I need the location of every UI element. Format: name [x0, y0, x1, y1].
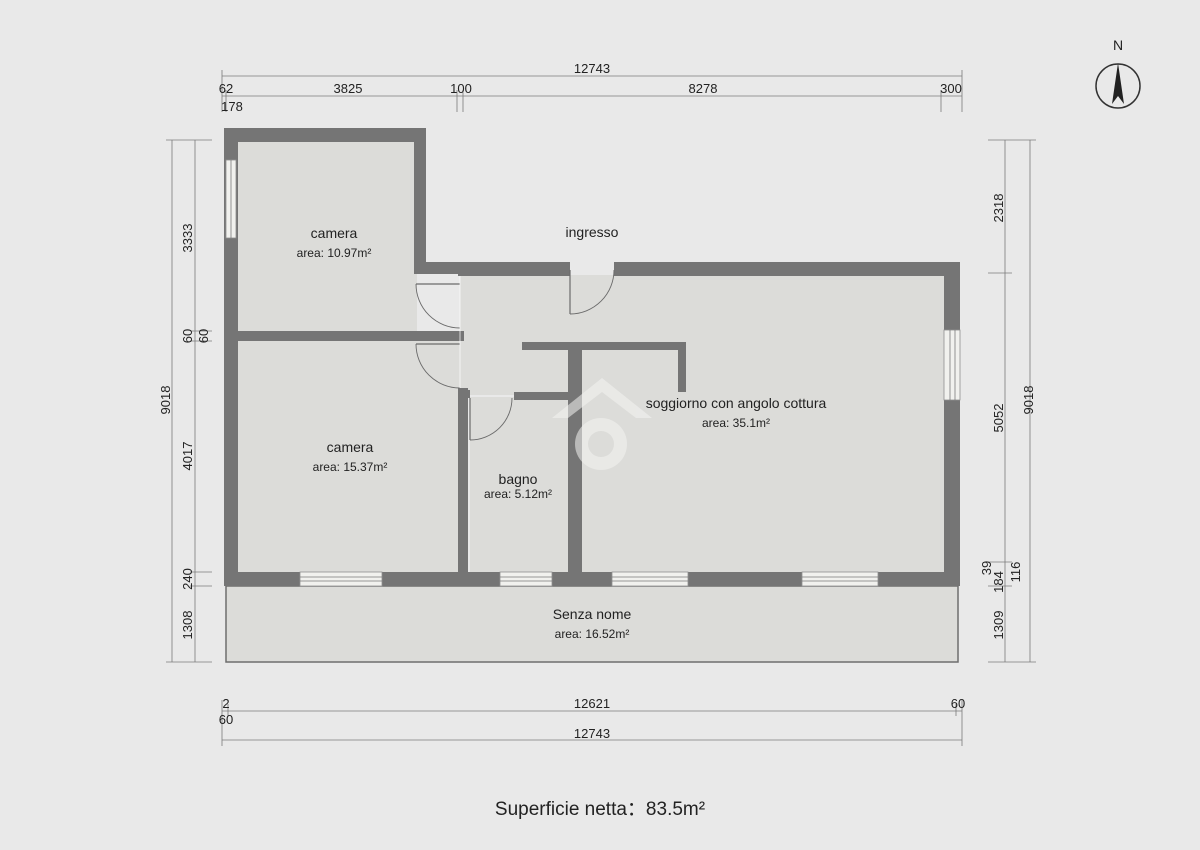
watermark-logo-icon: [552, 378, 652, 470]
bottom-dimensions: 2 60 12621 60 12743: [219, 696, 965, 746]
dim-top-seg: 3825: [334, 81, 363, 96]
room-name-bathroom: bagno: [499, 471, 538, 487]
dim-right-seg: 116: [1008, 562, 1023, 583]
dim-right-seg: 2318: [991, 194, 1006, 223]
room-name-living-room: soggiorno con angolo cottura: [646, 395, 827, 411]
compass-north-label: N: [1113, 37, 1123, 53]
dim-right-seg: 5052: [991, 404, 1006, 433]
dim-right-seg: 184: [991, 571, 1006, 593]
dim-right-seg: 1309: [991, 611, 1006, 640]
window: [611, 571, 689, 587]
dim-left-seg: 240: [180, 568, 195, 590]
north-arrow-icon: [1112, 63, 1124, 104]
dim-left-total: 9018: [158, 386, 173, 415]
dim-top-seg: 300: [940, 81, 962, 96]
dim-left-seg: 1308: [180, 611, 195, 640]
window: [943, 329, 961, 401]
dim-left-seg: 3333: [180, 224, 195, 253]
room-name-bedroom-1: camera: [311, 225, 358, 241]
dim-top-seg: 8278: [689, 81, 718, 96]
compass: N: [1095, 37, 1141, 109]
room-area-bathroom: area: 5.12m²: [484, 487, 552, 501]
dim-left-seg: 60: [196, 329, 211, 343]
doors: [415, 269, 615, 441]
dim-bottom-seg: 2: [222, 696, 229, 711]
dim-left-seg: 60: [180, 329, 195, 343]
floor-areas: [225, 140, 959, 663]
room-labels: camera area: 10.97m² camera area: 15.37m…: [297, 224, 827, 641]
dim-right-total: 9018: [1021, 386, 1036, 415]
dim-right-seg: 39: [979, 561, 994, 575]
dim-top-seg: 100: [450, 81, 472, 96]
windows: [225, 159, 961, 587]
dim-left-seg: 4017: [180, 442, 195, 471]
room-name-balcony: Senza nome: [553, 606, 632, 622]
window: [499, 571, 553, 587]
bedroom-2-floor: [236, 341, 462, 572]
top-dimensions: 12743 62 178 3825 100 8278 300: [219, 61, 963, 114]
dim-bottom-seg: 60: [219, 712, 233, 727]
balcony-floor: [225, 585, 959, 663]
window: [801, 571, 879, 587]
dim-bottom-total: 12743: [574, 726, 610, 741]
room-name-bedroom-2: camera: [327, 439, 374, 455]
left-dimensions: 9018 3333 60 60 4017 240 1308: [158, 139, 212, 663]
dim-top-seg: 178: [221, 99, 243, 114]
room-area-living-room: area: 35.1m²: [702, 416, 770, 430]
bedroom-1-floor: [236, 140, 417, 332]
dim-bottom-seg: 12621: [574, 696, 610, 711]
bathroom-floor: [470, 397, 570, 572]
window: [299, 571, 383, 587]
right-dimensions: 2318 5052 39 184 116 1309 9018: [979, 139, 1036, 663]
dim-top-seg: 62: [219, 81, 233, 96]
walls: [224, 128, 960, 586]
room-area-bedroom-1: area: 10.97m²: [297, 246, 372, 260]
room-area-balcony: area: 16.52m²: [555, 627, 630, 641]
net-area-summary: Superficie netta：83.5m²: [495, 799, 705, 820]
room-name-entrance: ingresso: [566, 224, 619, 240]
dim-bottom-seg: 60: [951, 696, 965, 711]
dim-top-total: 12743: [574, 61, 610, 76]
living-room-floor: [582, 350, 944, 572]
room-area-bedroom-2: area: 15.37m²: [313, 460, 388, 474]
